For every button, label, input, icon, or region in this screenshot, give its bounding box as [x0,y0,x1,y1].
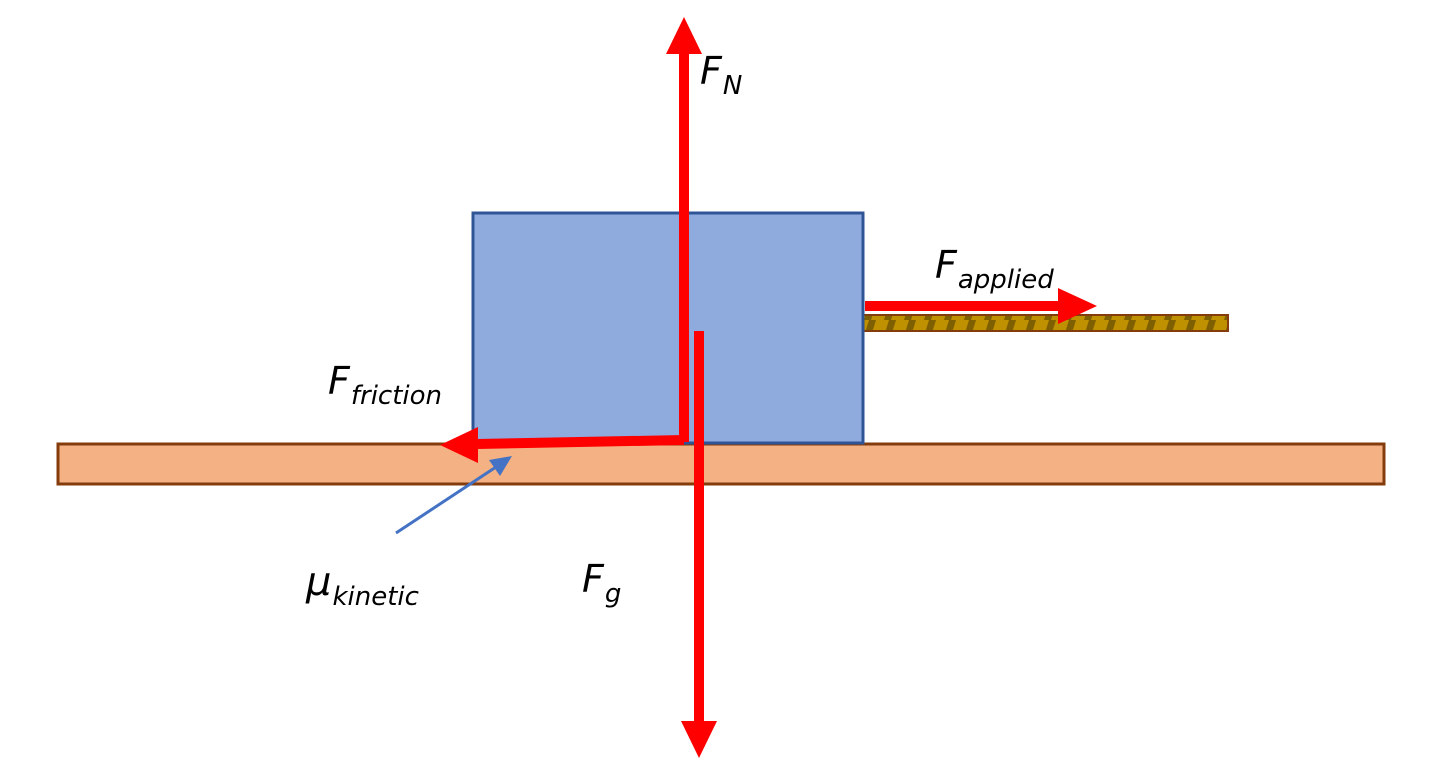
applied-force-subscript: applied [957,265,1054,295]
mu-symbol: μ [306,559,332,605]
normal-force-subscript: N [722,71,743,101]
applied-force-arrow [865,288,1097,324]
kinetic-coefficient-label: μkinetic [306,559,419,610]
kinetic-subscript: kinetic [332,582,419,612]
normal-force-label: FN [700,49,742,99]
block [471,211,865,445]
applied-force-symbol: F [935,243,957,287]
friction-force-symbol: F [328,359,350,403]
friction-force-subscript: friction [350,381,443,411]
ground-surface [56,442,1386,486]
friction-force-arrow [440,427,685,463]
rope [862,314,1229,332]
normal-force-symbol: F [700,49,722,93]
normal-force-arrow [666,17,702,442]
kinetic-pointer-arrow [395,456,512,535]
gravity-force-symbol: F [582,557,604,601]
gravity-force-subscript: g [604,579,622,609]
friction-force-label: Ffriction [328,359,442,409]
gravity-force-label: Fg [582,557,621,607]
gravity-force-arrow [681,331,717,758]
applied-force-label: Fapplied [935,243,1054,293]
